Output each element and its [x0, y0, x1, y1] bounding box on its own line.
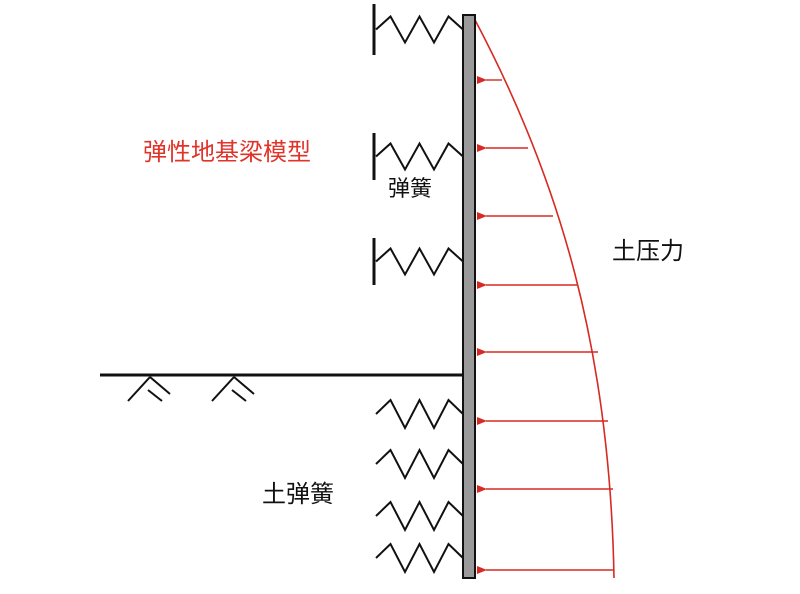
soil-spring-icon [375, 541, 464, 575]
spring-icon [372, 133, 464, 180]
earth-pressure-label: 土压力 [612, 237, 684, 265]
soil-spring-icon [375, 397, 464, 431]
spring-label: 弹簧 [388, 177, 433, 202]
ground-hatch-icon [127, 376, 171, 402]
ground-hatch-icon [211, 376, 255, 402]
soil-springs [375, 397, 464, 575]
retaining-wall-beam [462, 14, 476, 579]
model-title-label: 弹性地基梁模型 [143, 138, 311, 166]
spring-icon [372, 238, 464, 285]
soil-spring-icon [375, 447, 464, 481]
spring-icon [372, 4, 464, 55]
earth-pressure-arrows [477, 76, 614, 574]
soil-spring-label: 土弹簧 [262, 480, 334, 508]
earth-pressure-curve [473, 17, 615, 579]
upper-springs [372, 4, 464, 285]
soil-spring-icon [375, 499, 464, 533]
